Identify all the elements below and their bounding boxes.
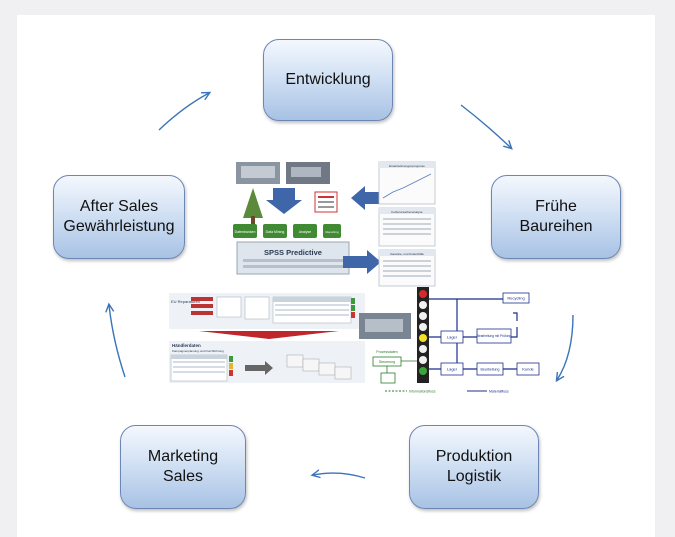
doc-panel-2 <box>378 207 436 247</box>
node-fruehe-baureihen: Frühe Baureihen <box>491 175 621 259</box>
eu-repair-label: EU Reparaturen <box>171 299 200 304</box>
kunde-box <box>516 362 540 376</box>
arrow-produktion-to-marketing <box>313 473 366 479</box>
haendler-label: Händlerdaten <box>172 343 201 348</box>
diagram-canvas: Entwicklung Frühe Baureihen Produktion L… <box>17 15 655 537</box>
haendler-sub: Kampagnenplanung und Durchführung <box>172 349 224 353</box>
arrow-entwicklung-to-fruehe <box>460 104 511 148</box>
green-module <box>233 224 257 238</box>
recycling-label: Recycling <box>507 296 524 301</box>
spss-predictive-graphic: Datenbanken Data Mining Analyse Reportin… <box>233 161 436 287</box>
haendler-data-graphic: EU Reparaturen Händlerdaten Kampagnenpla… <box>169 293 365 383</box>
spss-label: SPSS Predictive <box>264 248 322 257</box>
doc-header-1: Ersatzteilmengenprognose <box>389 164 425 168</box>
module-label-1: Datenbanken <box>235 230 256 234</box>
node-produktion-logistik: Produktion Logistik <box>409 425 539 509</box>
bearbeitung-box <box>476 362 504 376</box>
infoflow-label: Informationsfluss <box>409 390 436 394</box>
node-after-sales: After Sales Gewährleistung <box>53 175 185 259</box>
production-flow-graphic: Recycling Lager Bearbeitung mit Prüfung … <box>359 287 540 394</box>
green-module <box>323 224 341 238</box>
recycling-box <box>502 292 530 304</box>
lager-box-1 <box>440 330 464 344</box>
doc-panel-1 <box>378 161 436 205</box>
node-marketing-sales: Marketing Sales <box>120 425 246 509</box>
lager-label-1: Lager <box>447 335 458 340</box>
red-divider-icon <box>199 331 339 339</box>
bearbeitung-pruefung-box <box>476 328 512 344</box>
tree-icon <box>243 188 263 218</box>
doc-header-3: Garantie- und Kulanzfälle <box>390 252 424 256</box>
steuerung-label: Steuerung <box>379 360 395 364</box>
cycle-arrows <box>17 15 574 479</box>
spss-bar <box>236 241 350 275</box>
node-entwicklung: Entwicklung <box>263 39 393 121</box>
down-arrow-icon <box>266 188 302 214</box>
module-label-3: Analyse <box>299 230 312 234</box>
lager-label-2: Lager <box>447 367 458 372</box>
doc-header-2: Fehlerursachenanalyse <box>391 210 423 214</box>
kunde-label: Kunde <box>522 367 534 372</box>
arrow-fruehe-to-produktion <box>557 314 574 380</box>
green-module <box>263 224 287 238</box>
right-arrow-icon <box>343 250 381 274</box>
right-arrow-icon <box>245 361 273 375</box>
bearbeitung-label: Bearbeitung <box>481 368 500 372</box>
arrow-aftersales-to-entwicklung <box>158 93 209 131</box>
green-module <box>293 224 317 238</box>
arrow-marketing-to-aftersales <box>109 305 126 378</box>
lager-box-2 <box>440 362 464 376</box>
module-label-4: Reporting <box>325 230 338 234</box>
bearbeitung-pruefung-label: Bearbeitung mit Prüfung <box>477 334 512 338</box>
module-label-2: Data Mining <box>266 230 285 234</box>
prozessdaten-label: Prozessdaten <box>376 350 397 354</box>
materialflow-label: Materialfluss <box>489 390 509 394</box>
